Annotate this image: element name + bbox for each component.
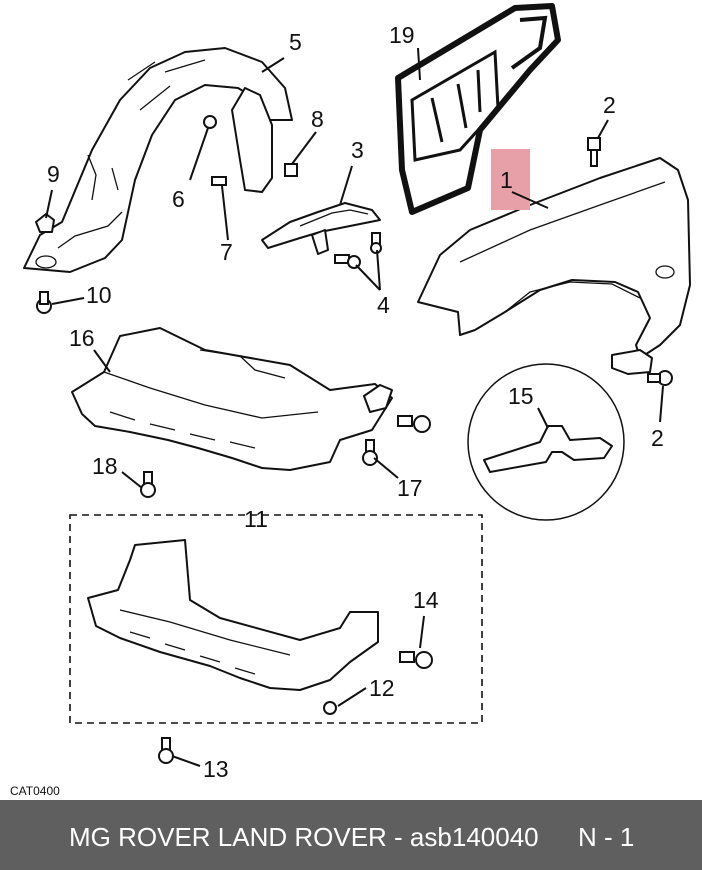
callout-7: 7 xyxy=(220,239,233,265)
fender-seal xyxy=(395,3,561,215)
bolt-13 xyxy=(158,737,174,764)
bolt-17a xyxy=(397,415,431,433)
callout-1-highlight xyxy=(491,149,530,210)
callout-18: 18 xyxy=(92,453,118,479)
callout-2-bottom: 2 xyxy=(651,425,664,451)
bolt-4b xyxy=(370,232,382,254)
clip-9 xyxy=(35,213,55,233)
undertray-16 xyxy=(71,327,393,471)
bolt-17b xyxy=(362,439,378,466)
footer-bar: MG ROVER LAND ROVER - asb140040 N - 1 xyxy=(0,800,702,870)
bolt-4a xyxy=(334,254,361,269)
bolt-10 xyxy=(36,291,52,314)
clip-6 xyxy=(203,115,217,129)
callout-14: 14 xyxy=(413,587,439,613)
callout-17: 17 xyxy=(397,475,423,501)
undertray-11 xyxy=(69,514,483,724)
bracket-3 xyxy=(261,202,381,255)
callout-13: 13 xyxy=(203,756,229,782)
bolt-7 xyxy=(211,176,227,186)
bolt-2a xyxy=(587,137,601,167)
wheel-arch-liner xyxy=(23,47,293,273)
reference-code: CAT0400 xyxy=(10,784,60,798)
callout-5: 5 xyxy=(289,29,302,55)
callout-4: 4 xyxy=(377,292,390,318)
parts-diagram: 1 2 2 3 4 5 6 7 8 9 10 11 12 13 14 15 16… xyxy=(10,3,691,798)
bolt-18 xyxy=(140,471,156,498)
callout-11: 11 xyxy=(244,506,268,532)
callout-6: 6 xyxy=(172,186,185,212)
callout-15: 15 xyxy=(508,383,534,409)
leader-lines xyxy=(45,47,664,767)
callout-2-top: 2 xyxy=(603,92,616,118)
footer-brand-text: MG ROVER LAND ROVER - asb140040 xyxy=(69,822,539,852)
front-fender xyxy=(417,157,691,375)
bolt-14 xyxy=(399,651,433,669)
callout-10: 10 xyxy=(86,282,112,308)
callout-3: 3 xyxy=(351,137,364,163)
bolt-12 xyxy=(323,701,337,715)
detail-view xyxy=(467,363,625,521)
callout-8: 8 xyxy=(311,106,324,132)
callout-12: 12 xyxy=(369,675,395,701)
callout-1: 1 xyxy=(500,167,513,193)
clip-8 xyxy=(284,163,298,177)
callout-9: 9 xyxy=(47,161,60,187)
bolt-2b xyxy=(647,370,673,386)
callout-19: 19 xyxy=(389,22,415,48)
callout-16: 16 xyxy=(69,325,95,351)
footer-page-indicator: N - 1 xyxy=(578,822,635,852)
